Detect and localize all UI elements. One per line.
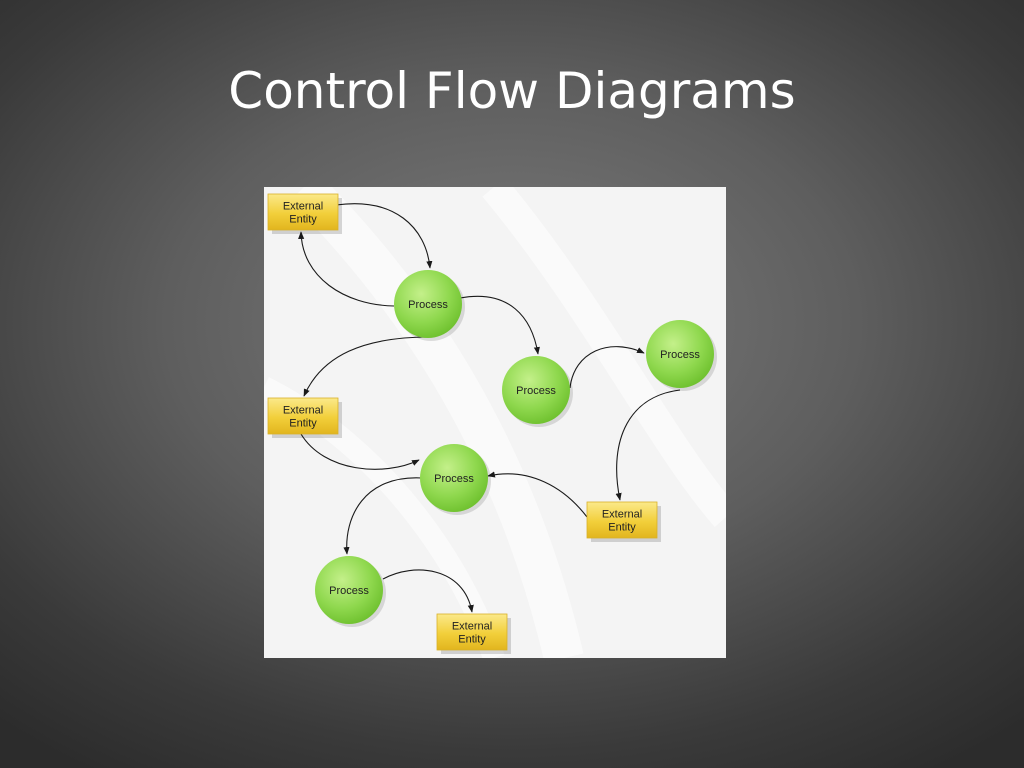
process-circle (646, 320, 714, 388)
process-circle (394, 270, 462, 338)
process-node: Process (646, 320, 717, 391)
arrow-process-1-to-process-2 (459, 295, 540, 355)
edges (298, 203, 681, 613)
node-label: External (602, 509, 642, 521)
slide-title: Control Flow Diagrams (228, 62, 796, 120)
entity-box (267, 193, 339, 231)
entity-box (436, 613, 508, 651)
arrow-entity-1-to-process-1 (335, 203, 433, 269)
node-label: Entity (608, 522, 636, 534)
nodes: ExternalEntityProcessProcessProcessExter… (267, 193, 717, 654)
node-label: Entity (289, 418, 317, 430)
node-label: Process (660, 349, 700, 361)
node-label: Process (329, 585, 369, 597)
process-circle (420, 444, 488, 512)
arrow-entity-2-to-process-4 (300, 433, 420, 470)
node-label: External (283, 201, 323, 213)
node-label: Entity (458, 634, 486, 646)
node-label: Process (516, 385, 556, 397)
node-label: Entity (289, 214, 317, 226)
arrow-process-1-to-entity-2 (303, 336, 431, 397)
node-label: Process (434, 473, 474, 485)
arrow-process-3-to-entity-3 (615, 389, 681, 501)
arrow-process-1-to-entity-1 (298, 231, 395, 307)
entity-box (586, 501, 658, 539)
process-node: Process (502, 356, 573, 427)
process-circle (502, 356, 570, 424)
process-node: Process (394, 270, 465, 341)
process-circle (315, 556, 383, 624)
arrow-process-5-to-entity-4 (382, 569, 474, 613)
entity-box (267, 397, 339, 435)
node-label: External (283, 405, 323, 417)
node-label: Process (408, 299, 448, 311)
node-label: External (452, 621, 492, 633)
diagram-canvas: ExternalEntityProcessProcessProcessExter… (264, 187, 726, 658)
process-node: Process (315, 556, 386, 627)
arrow-process-4-to-process-5 (343, 477, 423, 555)
arrow-entity-3-to-process-4 (487, 471, 588, 518)
arrow-process-2-to-process-3 (569, 346, 645, 389)
process-node: Process (420, 444, 491, 515)
